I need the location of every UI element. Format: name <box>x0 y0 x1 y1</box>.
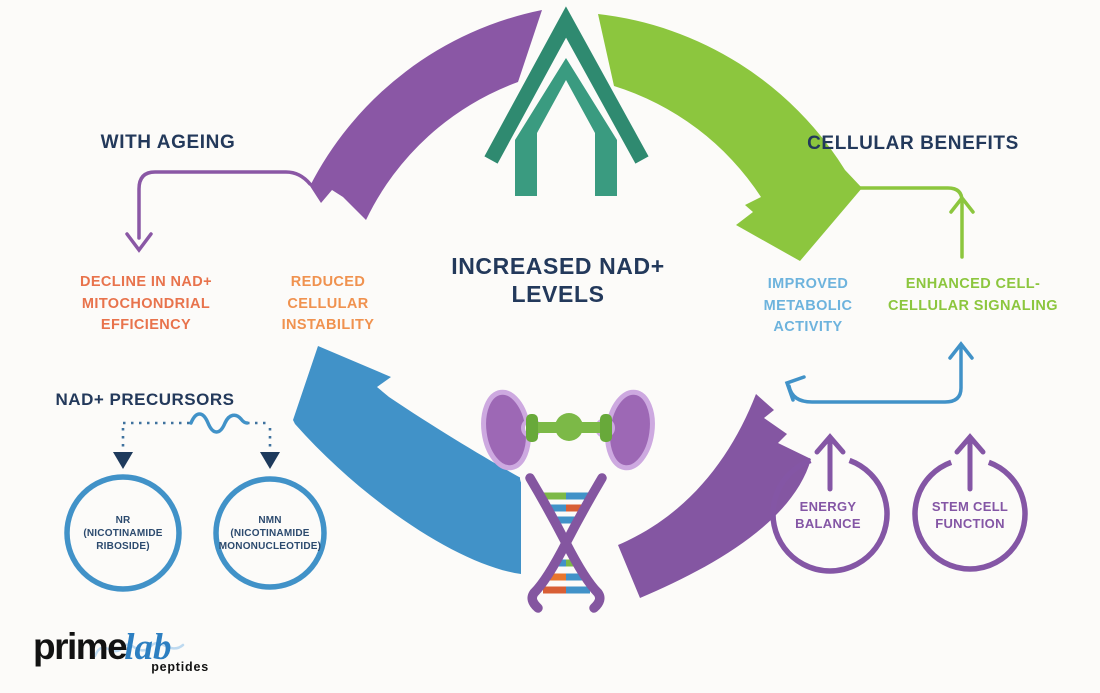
logo-tagline: peptides <box>151 660 209 674</box>
logo-scribble <box>93 641 185 658</box>
improved-metabolic-label: IMPROVED METABOLIC ACTIVITY <box>763 276 853 335</box>
enhanced-signaling-label: ENHANCED CELL- CELLULAR SIGNALING <box>888 276 1058 314</box>
kidney-dumbbell-icon <box>481 389 655 471</box>
down-arrowhead-icon <box>260 452 280 469</box>
stem-cell-circle <box>912 433 1028 572</box>
squiggle-line <box>189 412 249 434</box>
blue-arrow-arc <box>293 346 521 574</box>
nad-precursors-heading: NAD+ PRECURSORS <box>55 390 235 409</box>
green-arrow-arc <box>598 14 862 261</box>
purple-arc-bottom-right <box>618 394 811 598</box>
stem-cell-function-label: STEM CELL FUNCTION <box>931 499 1009 531</box>
down-arrowhead-icon <box>113 452 133 469</box>
dna-helix-icon <box>520 468 612 618</box>
reduced-instability-label: REDUCED CELLULAR INSTABILITY <box>281 274 375 333</box>
energy-balance-label: ENERGY BALANCE <box>795 499 861 531</box>
energy-balance-circle <box>770 433 890 574</box>
purple-arc-top-left <box>310 10 542 220</box>
increased-nad-title: INCREASED NAD+ LEVELS <box>451 253 665 307</box>
nr-circle-label: NR (NICOTINAMIDE RIBOSIDE) <box>83 515 163 552</box>
benefits-connector-arrow <box>810 186 975 259</box>
growth-up-arrow-icon <box>484 6 649 196</box>
decline-efficiency-label: DECLINE IN NAD+ MITOCHONDRIAL EFFICIENCY <box>79 274 213 333</box>
with-ageing-heading: WITH AGEING <box>100 132 236 153</box>
ageing-connector-arrow <box>125 170 312 253</box>
logo-lab-text: lab <box>124 627 172 668</box>
nmn-circle <box>213 476 327 590</box>
logo-prime-text: prime <box>33 626 128 667</box>
primelab-logo: prime lab peptides <box>33 626 211 674</box>
signaling-connector-arrow <box>784 341 974 404</box>
precursor-dotted-arrows <box>113 412 280 469</box>
nr-circle <box>64 474 182 592</box>
nmn-circle-label: NMN (NICOTINAMIDE MONONUCLEOTIDE) <box>218 515 322 552</box>
cellular-benefits-heading: CELLULAR BENEFITS <box>807 133 1019 154</box>
